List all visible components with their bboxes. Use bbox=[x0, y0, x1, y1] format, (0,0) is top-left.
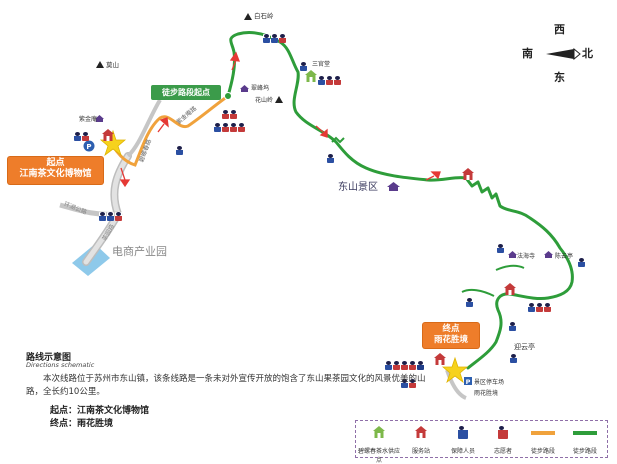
staff-cluster bbox=[509, 316, 517, 335]
description-title: 路线示意图 bbox=[26, 353, 72, 363]
temple-icon-zijin bbox=[95, 115, 104, 122]
place-bihaisi: 法海寺 bbox=[517, 253, 536, 260]
legend-label-orange: 徒步路段 bbox=[530, 448, 555, 455]
staff-cluster bbox=[327, 148, 335, 167]
parking-icon-start bbox=[83, 140, 95, 152]
legend-item-staff: 保障人员 bbox=[442, 424, 484, 455]
staff-cluster bbox=[99, 206, 123, 225]
compass-north: 北 bbox=[582, 47, 593, 60]
staff-cluster bbox=[528, 297, 552, 316]
industrial-park-label: 电商产业园 bbox=[112, 245, 167, 258]
legend-item-volunteer: 志愿者 bbox=[482, 424, 524, 455]
green-branch-2 bbox=[495, 264, 525, 271]
compass-south: 南 bbox=[522, 47, 533, 60]
staff-cluster bbox=[497, 238, 505, 257]
trail-start-label: 徒步路段起点 bbox=[151, 85, 221, 100]
legend-label-service: 服务站 bbox=[411, 448, 430, 455]
start-label: 起点 江南茶文化博物馆 bbox=[8, 157, 103, 184]
place-parking: 景区停车场 bbox=[474, 379, 505, 386]
compass-arrow-icon bbox=[546, 47, 581, 61]
staff-cluster bbox=[214, 117, 246, 136]
legend-item-service: 服务站 bbox=[400, 424, 442, 455]
end-label-title: 终点 bbox=[442, 324, 460, 334]
legend-label-tea: 碧螺春茶水供应点 bbox=[358, 448, 401, 464]
description-end: 终点：雨花胜境 bbox=[50, 419, 114, 429]
legend-item-orange-line: 徒步路段 bbox=[522, 424, 564, 455]
staff-cluster bbox=[318, 70, 342, 89]
compass-east: 东 bbox=[554, 71, 565, 84]
place-yunqisi: 陈云亭 bbox=[555, 253, 574, 260]
place-baishiling: 白石岭 bbox=[254, 12, 274, 20]
place-cuifeng: 翠峰坞 bbox=[251, 85, 270, 92]
staff-cluster bbox=[263, 28, 287, 47]
legend-label-volunteer: 志愿者 bbox=[493, 448, 512, 455]
end-label-name: 雨花胜境 bbox=[433, 335, 468, 345]
start-label-title: 起点 bbox=[46, 158, 65, 168]
legend-item-tea: 碧螺春茶水供应点 bbox=[358, 424, 400, 464]
place-zijinan: 紫金庵 bbox=[79, 116, 98, 123]
end-star-icon bbox=[441, 356, 469, 384]
scenic-area-label: 东山景区 bbox=[338, 182, 378, 193]
tea-supply-icon bbox=[373, 426, 385, 438]
peak-icon-moshan bbox=[96, 61, 104, 68]
parking-icon-end bbox=[464, 377, 472, 385]
compass-west: 西 bbox=[554, 23, 565, 36]
staff-cluster bbox=[510, 348, 518, 367]
staff-cluster bbox=[401, 373, 417, 392]
orange-trail bbox=[111, 94, 230, 167]
compass: 西 南 北 东 bbox=[516, 18, 606, 88]
temple-icon-yunqi bbox=[544, 251, 553, 258]
temple-icon-scenic bbox=[387, 182, 400, 191]
legend: 碧螺春茶水供应点 服务站 保障人员 志愿者 徒步路段 徒步路段 bbox=[355, 420, 608, 464]
staff-cluster bbox=[300, 56, 308, 75]
switchback bbox=[331, 136, 345, 144]
place-moshan: 莫山 bbox=[106, 61, 119, 69]
staff-icon bbox=[457, 426, 468, 439]
description-start: 起点：江南茶文化博物馆 bbox=[50, 406, 150, 416]
legend-item-green-line: 徒步路段 bbox=[564, 424, 606, 455]
tea-supply-icon-sanguan bbox=[305, 70, 317, 82]
place-sanguantang: 三官堂 bbox=[312, 61, 331, 68]
service-station-icon bbox=[415, 426, 427, 438]
staff-cluster bbox=[578, 252, 586, 271]
staff-cluster bbox=[466, 292, 474, 311]
temple-icon-bihai bbox=[508, 251, 517, 258]
road-parking bbox=[445, 369, 467, 400]
start-label-name: 江南茶文化博物馆 bbox=[19, 169, 92, 179]
legend-label-staff: 保障人员 bbox=[450, 448, 475, 455]
svg-text:P: P bbox=[466, 378, 471, 386]
orange-line-icon bbox=[531, 431, 555, 435]
svg-text:P: P bbox=[86, 143, 91, 151]
description-subtitle: Directions schematic bbox=[26, 361, 95, 369]
legend-label-green: 徒步路段 bbox=[572, 448, 597, 455]
staff-cluster bbox=[222, 104, 238, 123]
temple-icon-cuifeng bbox=[240, 85, 249, 92]
staff-cluster bbox=[176, 140, 184, 159]
place-yingyun: 迎云亭 bbox=[514, 343, 535, 351]
trail-start-node bbox=[224, 92, 232, 100]
description-body: 本次线路位于苏州市东山镇，该条线路是一条未对外宣传开放的饱含了东山果茶园文化的风… bbox=[26, 374, 426, 397]
green-branch-1 bbox=[461, 288, 495, 297]
road-north bbox=[126, 98, 162, 158]
place-yuhua: 雨花胜境 bbox=[474, 390, 499, 397]
volunteer-icon bbox=[497, 426, 508, 439]
service-station-icons bbox=[102, 129, 516, 365]
peak-icon-huashan bbox=[275, 96, 283, 103]
staff-cluster bbox=[385, 355, 425, 374]
peak-icon-baishiling bbox=[244, 13, 252, 20]
end-label: 终点 雨花胜境 bbox=[423, 323, 479, 348]
place-huashan: 花山岭 bbox=[255, 97, 274, 104]
green-line-icon bbox=[573, 431, 597, 435]
staff-cluster bbox=[74, 126, 90, 145]
